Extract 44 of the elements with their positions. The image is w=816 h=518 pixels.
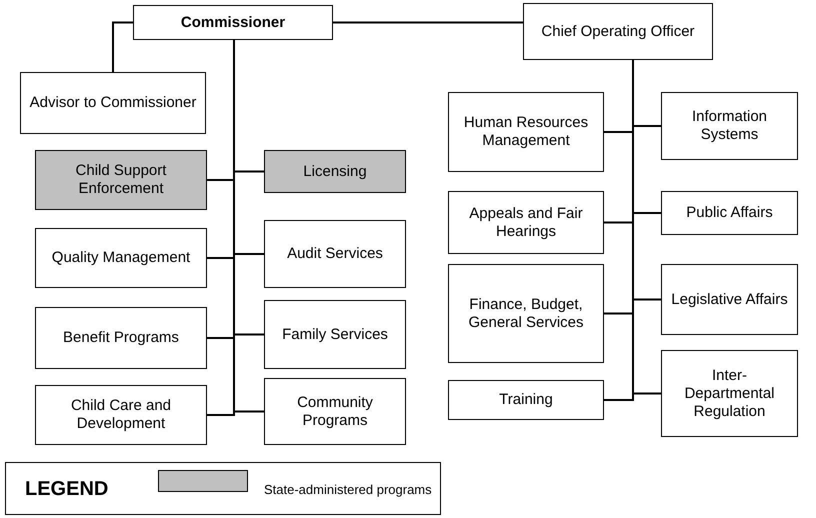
unit-name: Finance, Budget, General Services — [467, 296, 585, 332]
org-unit-box — [20, 72, 206, 134]
unit-name: Legislative Affairs — [671, 290, 788, 308]
unit-name: Licensing — [303, 162, 367, 180]
unit-name: Inter-Departmental Regulation — [683, 366, 776, 420]
connector-line — [233, 40, 264, 412]
org-unit-box — [264, 300, 406, 369]
org-unit-box — [661, 264, 798, 335]
org-unit-box — [661, 350, 798, 437]
org-unit-box — [523, 3, 713, 60]
org-unit-box — [661, 191, 798, 235]
connector-line — [112, 22, 133, 72]
unit-name: Human Resources Management — [462, 114, 590, 150]
unit-name: Audit Services — [287, 245, 383, 263]
unit-name: Quality Management — [52, 249, 190, 267]
org-unit-box — [661, 92, 798, 160]
legend-title: LEGEND — [25, 478, 108, 500]
org-unit-box — [35, 228, 207, 288]
unit-name: Information Systems — [690, 108, 768, 144]
unit-name: Commissioner — [180, 14, 286, 32]
unit-name: Chief Operating Officer — [541, 22, 695, 40]
connector-line — [333, 22, 523, 24]
unit-name: Public Affairs — [686, 204, 773, 222]
unit-name: Appeals and Fair Hearings — [468, 204, 584, 240]
unit-name: Community Programs — [296, 394, 374, 430]
program-box-shaded — [35, 150, 207, 210]
connector-line — [632, 60, 661, 394]
org-unit-box — [448, 92, 604, 172]
org-unit-box — [448, 380, 604, 420]
program-box-shaded — [264, 150, 406, 193]
unit-name: Advisor to Commissioner — [30, 94, 196, 112]
org-unit-box — [35, 307, 207, 369]
org-unit-box — [448, 191, 604, 254]
unit-name: Child Support Enforcement — [74, 162, 168, 198]
unit-name: Training — [499, 391, 553, 409]
org-unit-box — [264, 378, 406, 445]
unit-name: Child Care and Development — [70, 397, 172, 433]
org-unit-box — [35, 385, 207, 445]
org-unit-box — [133, 5, 333, 40]
legend-text: State-administered programs — [264, 482, 432, 498]
unit-name: Benefit Programs — [63, 329, 179, 347]
unit-name: Family Services — [282, 326, 388, 344]
org-unit-box — [448, 264, 604, 363]
org-unit-box — [264, 220, 406, 288]
